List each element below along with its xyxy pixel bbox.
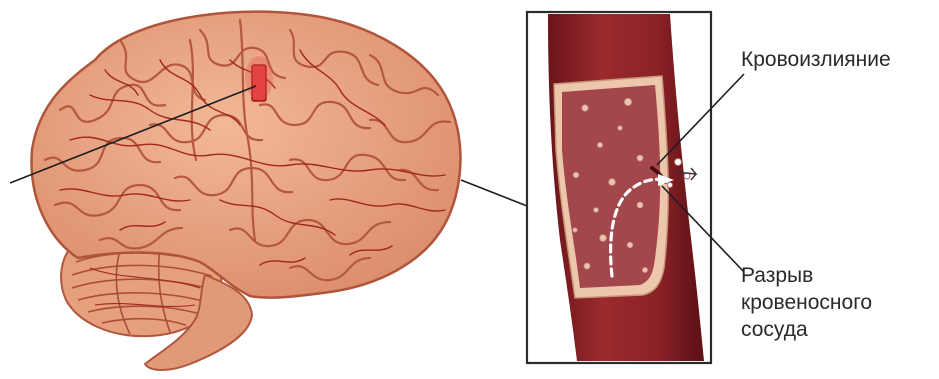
brain-illustration bbox=[32, 12, 461, 370]
vessel-rupture-label-line-1: Разрыв bbox=[741, 262, 872, 289]
vessel-rupture-label-line-2: кровеносного bbox=[741, 289, 872, 316]
inset-connector-line bbox=[461, 180, 527, 206]
vessel-inset bbox=[527, 12, 711, 363]
vessel-rupture-label: Разрыв кровеносного сосуда bbox=[741, 262, 872, 343]
cerebrum bbox=[32, 12, 461, 298]
hemorrhage-glow bbox=[245, 56, 273, 100]
vessel-rupture-label-line-3: сосуда bbox=[741, 316, 872, 343]
hemorrhage-label: Кровоизлияние bbox=[741, 46, 891, 73]
